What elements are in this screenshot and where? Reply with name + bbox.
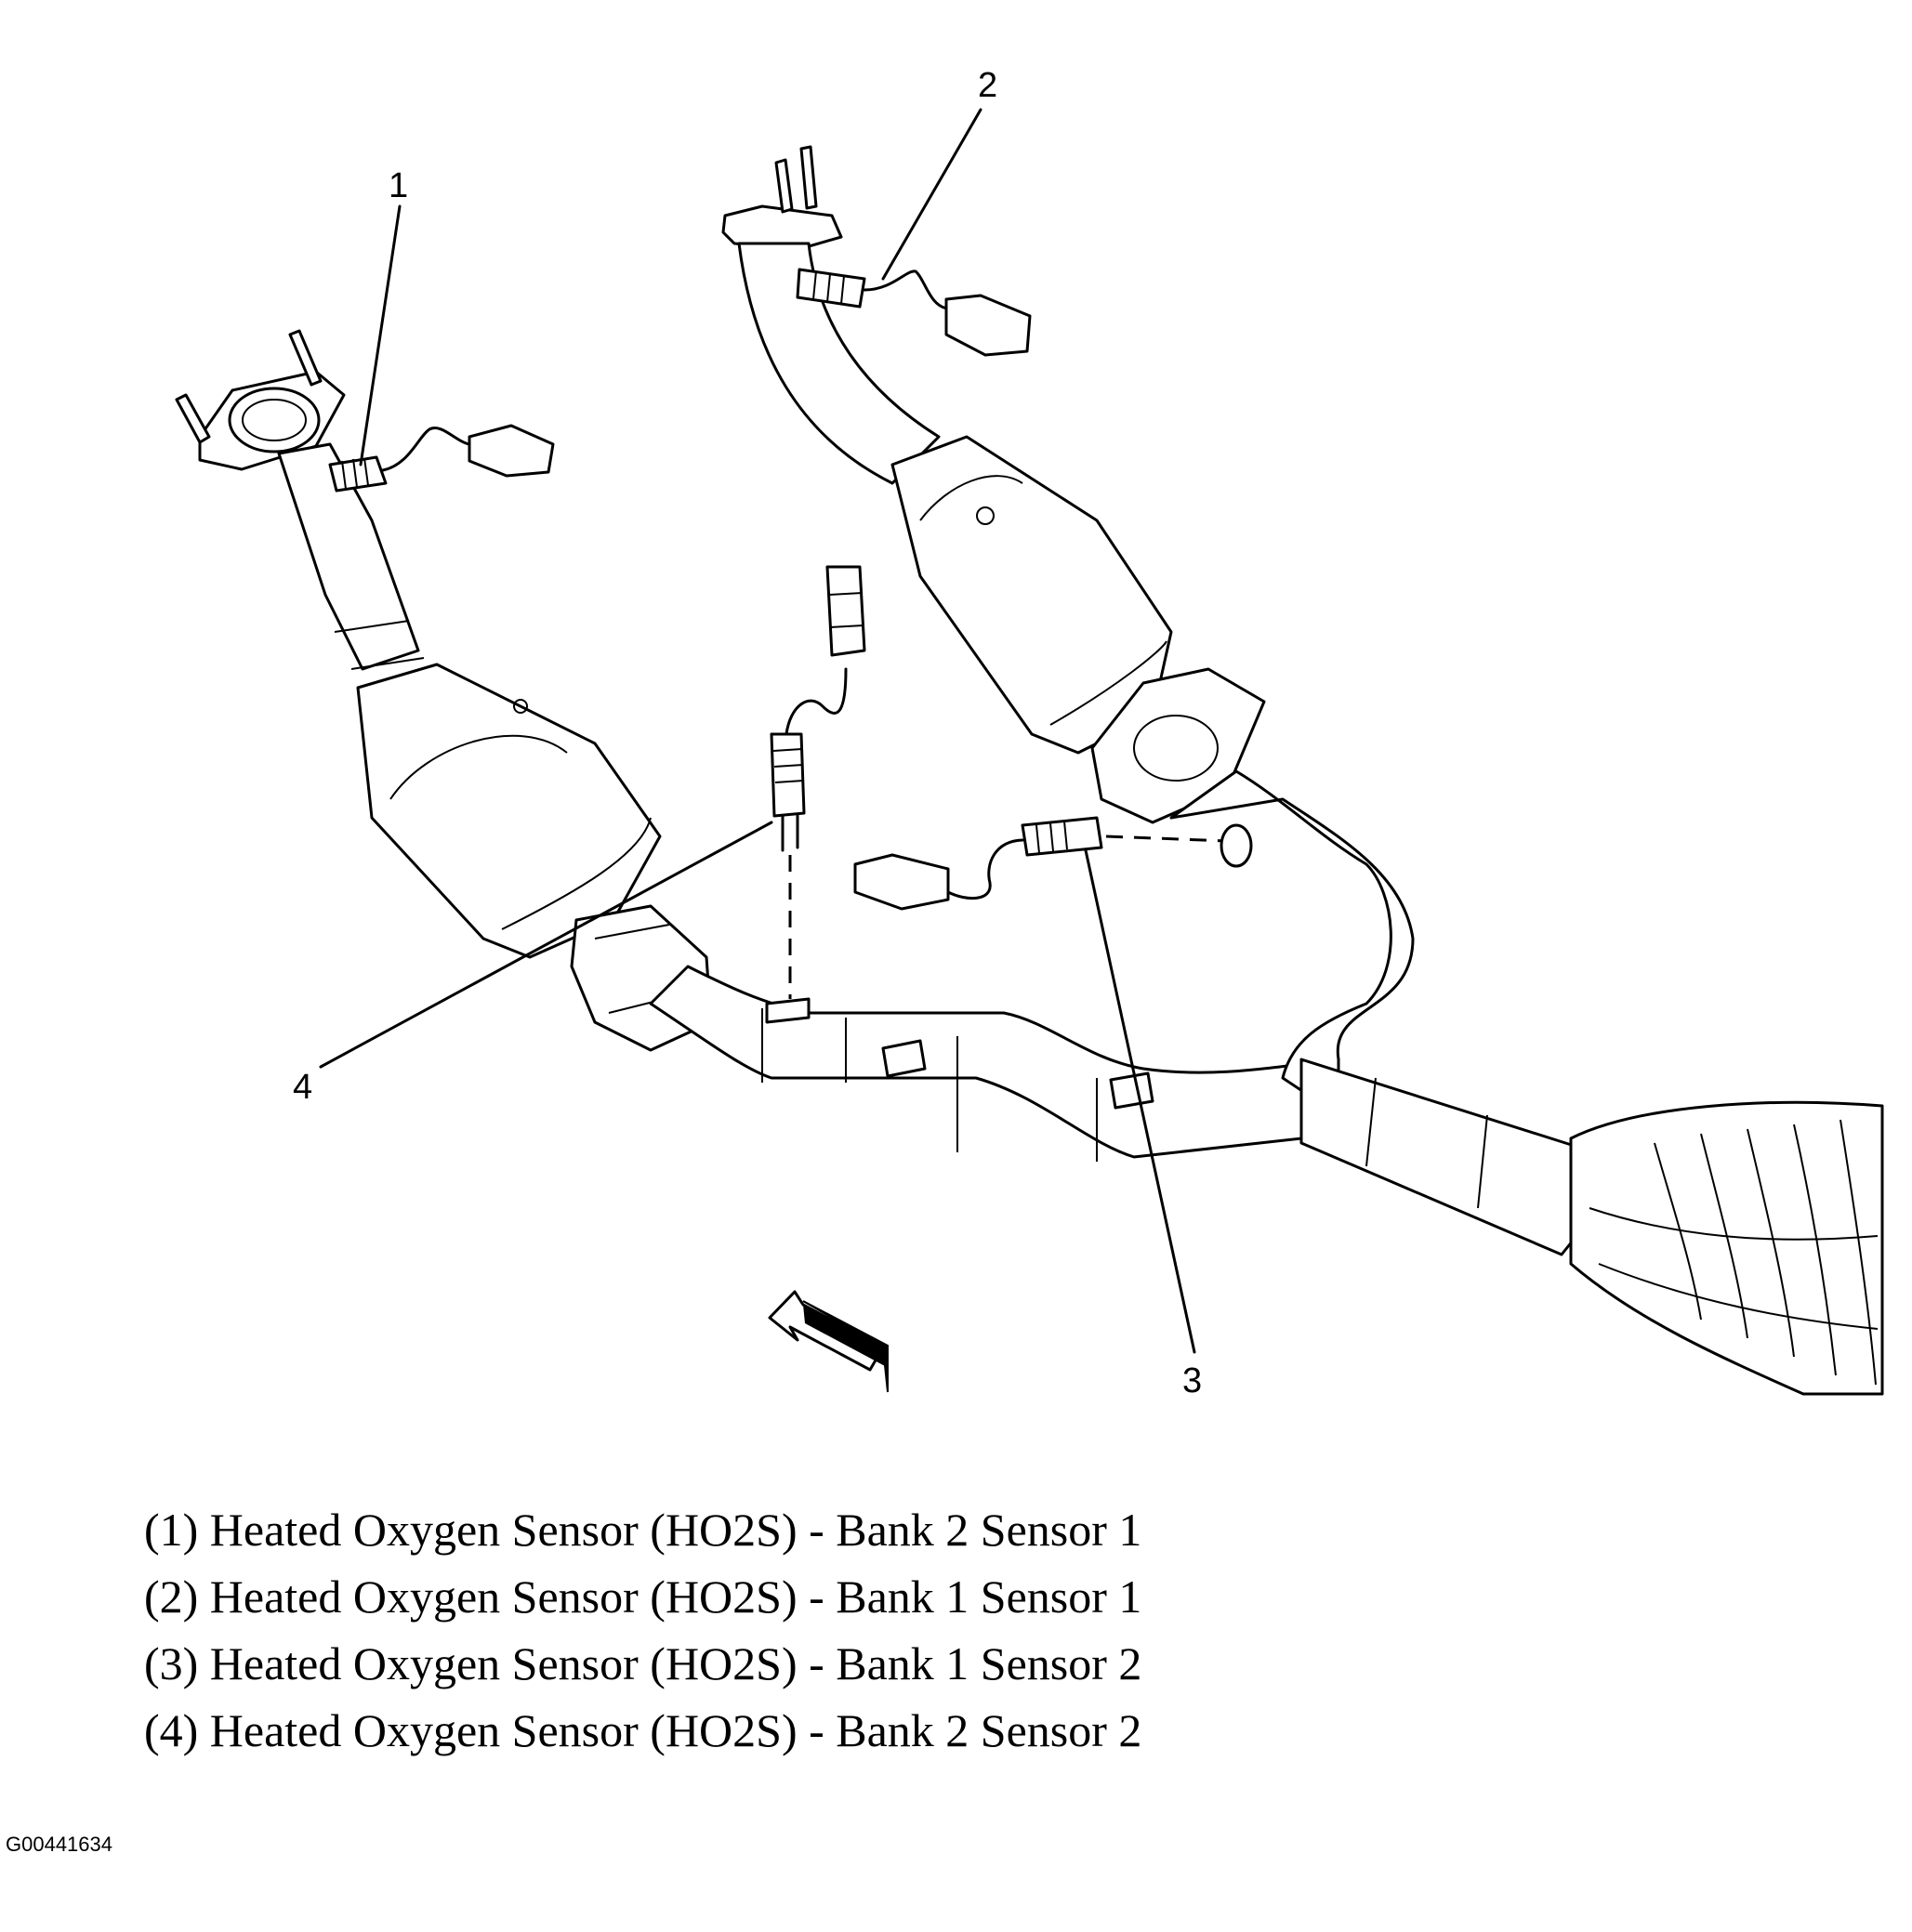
- figure-id: G00441634: [6, 1833, 112, 1856]
- callout-1: 1: [389, 166, 408, 205]
- y-pipe-assembly: [649, 769, 1884, 1396]
- leader-line-4: [319, 821, 773, 1069]
- leader-line-1: [359, 204, 402, 467]
- leader-line-3: [1084, 848, 1196, 1354]
- callout-3: 3: [1182, 1361, 1202, 1400]
- sensor-3: [853, 816, 1253, 911]
- left-exhaust-assembly: [175, 329, 713, 1052]
- sensor-1: [328, 424, 555, 493]
- legend-item-3: (3) Heated Oxygen Sensor (HO2S) - Bank 1…: [144, 1637, 1142, 1689]
- callout-2: 2: [978, 66, 997, 105]
- legend-item-2: (2) Heated Oxygen Sensor (HO2S) - Bank 1…: [144, 1571, 1142, 1623]
- sensor-2: [796, 268, 1032, 357]
- callout-4: 4: [293, 1068, 312, 1107]
- sensor-4: [770, 565, 866, 999]
- exhaust-diagram: 1 2 3 4: [175, 66, 1884, 1400]
- front-direction-arrow-icon: [768, 1290, 889, 1393]
- legend: (1) Heated Oxygen Sensor (HO2S) - Bank 2…: [144, 1496, 1538, 1764]
- legend-item-1: (1) Heated Oxygen Sensor (HO2S) - Bank 2…: [144, 1504, 1142, 1556]
- legend-item-4: (4) Heated Oxygen Sensor (HO2S) - Bank 2…: [144, 1704, 1142, 1756]
- right-exhaust-assembly: [721, 145, 1266, 824]
- leader-line-2: [881, 108, 982, 281]
